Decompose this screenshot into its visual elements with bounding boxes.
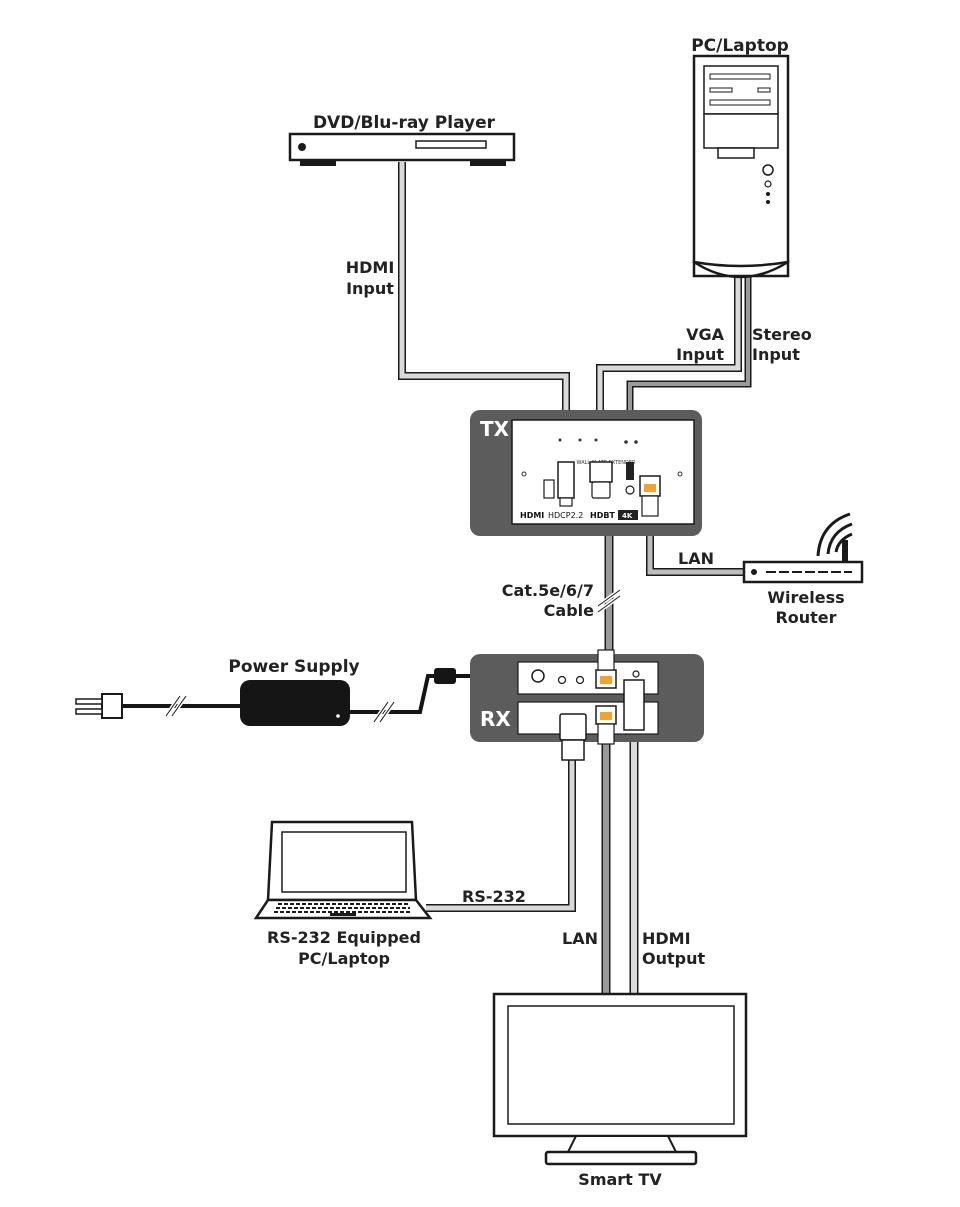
svg-text:HDMI: HDMI xyxy=(642,929,691,948)
hdmi-out-plug xyxy=(623,679,645,731)
power-supply: Power Supply xyxy=(75,657,524,726)
rx-unit: RX xyxy=(470,649,704,761)
cat-plug xyxy=(597,649,615,671)
hdmi-plug xyxy=(557,461,575,499)
svg-text:Output: Output xyxy=(642,949,705,968)
svg-text:HDMI: HDMI xyxy=(346,258,395,277)
router-antenna xyxy=(842,540,848,562)
rs232-laptop-label-2: PC/Laptop xyxy=(298,949,390,968)
hdmi-output-label: HDMI Output xyxy=(642,929,705,968)
tv-screen xyxy=(507,1005,735,1125)
rs232-plug xyxy=(559,713,587,741)
tx-unit: TX WALL PLATE EXTENDER HDMI HDCP2.2 HDBT… xyxy=(470,410,702,536)
svg-text:Input: Input xyxy=(676,345,724,364)
cat-cable-label: Cat.5e/6/7 Cable xyxy=(502,581,594,620)
svg-text:Cable: Cable xyxy=(544,601,594,620)
power-plug-icon xyxy=(101,693,123,719)
rs232-label: RS-232 xyxy=(462,887,526,906)
hdmi-logo: HDMI xyxy=(520,511,544,520)
rs232-laptop: RS-232 Equipped PC/Laptop xyxy=(253,820,433,968)
rs232-cable xyxy=(426,760,576,912)
svg-text:Stereo: Stereo xyxy=(752,325,812,344)
vga-plug xyxy=(589,461,613,483)
wifi-signal-icon xyxy=(816,512,851,557)
power-supply-label: Power Supply xyxy=(228,657,359,677)
lan-router-label: LAN xyxy=(678,549,714,568)
hdmi-input-label: HDMI Input xyxy=(346,258,395,298)
power-brick xyxy=(240,680,350,726)
smart-tv: Smart TV xyxy=(492,992,748,1189)
dc-jack xyxy=(531,669,545,683)
fourk-logo: 4K xyxy=(622,512,633,520)
hdcp-logo: HDCP2.2 xyxy=(548,511,583,520)
wireless-router-label-2: Router xyxy=(775,608,836,627)
hdbt-logo: HDBT xyxy=(590,511,615,520)
rx-label: RX xyxy=(480,707,511,731)
pc-tower: PC/Laptop xyxy=(691,36,790,279)
svg-text:VGA: VGA xyxy=(686,325,725,344)
tx-label: TX xyxy=(480,417,510,441)
stereo-input-label: Stereo Input xyxy=(752,325,812,364)
smart-tv-label: Smart TV xyxy=(578,1170,662,1189)
wireless-router-label-1: Wireless xyxy=(767,588,844,607)
svg-text:Cat.5e/6/7: Cat.5e/6/7 xyxy=(502,581,594,600)
pc-laptop-label: PC/Laptop xyxy=(691,36,789,56)
svg-text:Input: Input xyxy=(346,279,394,298)
rs232-laptop-label-1: RS-232 Equipped xyxy=(267,928,421,947)
wireless-router: Wireless Router xyxy=(742,512,864,627)
cat-cable xyxy=(596,534,622,656)
audio-plug xyxy=(626,462,634,480)
dvd-player: DVD/Blu-ray Player xyxy=(288,113,516,166)
vga-input-label: VGA Input xyxy=(676,325,724,364)
dvd-player-label: DVD/Blu-ray Player xyxy=(313,113,496,133)
lan-tv-label: LAN xyxy=(562,929,598,948)
usb-port xyxy=(543,479,555,499)
svg-text:Input: Input xyxy=(752,345,800,364)
